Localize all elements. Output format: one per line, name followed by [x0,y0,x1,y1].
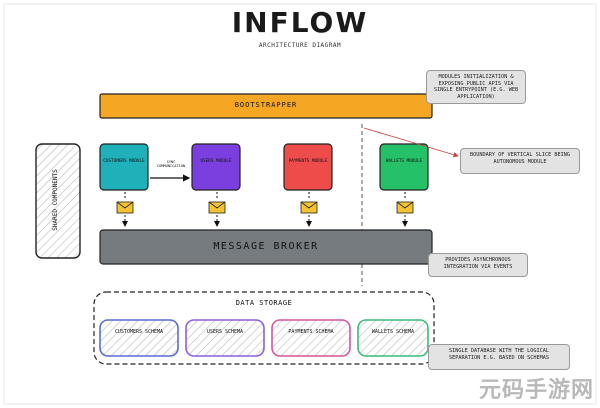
boundary-note: BOUNDARY OF VERTICAL SLICE BEING AUTONOM… [460,148,580,174]
users-module-box [191,143,241,191]
wallets-event-envelope [396,201,414,214]
data-storage-container [93,291,435,365]
payments-module-label: PAYMENTS MODULE [288,159,328,164]
customers-module-box [99,143,149,191]
wallets-module-box [379,143,429,191]
diagram-subtitle: ARCHITECTURE DIAGRAM [258,42,342,49]
broker-note: PROVIDES ASYNCHRONOUS INTEGRATION VIA EV… [428,253,528,277]
payments-event-envelope [300,201,318,214]
boundary-pointer-arrow [363,127,459,158]
bootstrapper-note: MODULES INITIALIZATION & EXPOSING PUBLIC… [426,70,526,104]
diagram-title: INFLOW [231,6,369,39]
wallets-schema-label: WALLETS SCHEMA [371,329,415,335]
message-broker-label: MESSAGE BROKER [213,241,319,252]
payments-schema-label: PAYMENTS SCHEMA [288,329,334,335]
users-schema-label: USERS SCHEMA [206,329,244,335]
customers-schema-box [99,319,179,357]
users-schema-box [185,319,265,357]
shared-components-label: SHARED COMPONENTS [52,169,59,231]
sync-communication-label: SYNC COMMUNICATION [156,160,186,169]
shared-components-box [35,143,81,259]
bootstrapper-label: BOOTSTRAPPER [234,101,298,109]
users-event-envelope [208,201,226,214]
wallets-schema-box [357,319,429,357]
bootstrapper-bar [99,93,433,119]
watermark-logo: 元码手游网 [478,378,594,403]
message-broker-bar [99,229,433,265]
wallets-module-label: WALLETS MODULE [385,159,423,164]
page-border [3,3,597,405]
customers-event-envelope [116,201,134,214]
data-storage-label: DATA STORAGE [235,299,293,307]
payments-module-box [283,143,333,191]
users-module-label: USERS MODULE [200,159,232,164]
customers-module-label: CUSTOMERS MODULE [103,159,145,164]
payments-schema-box [271,319,351,357]
storage-note: SINGLE DATABASE WITH THE LOGICAL SEPARAT… [428,344,570,370]
customers-schema-label: CUSTOMERS SCHEMA [114,329,164,335]
